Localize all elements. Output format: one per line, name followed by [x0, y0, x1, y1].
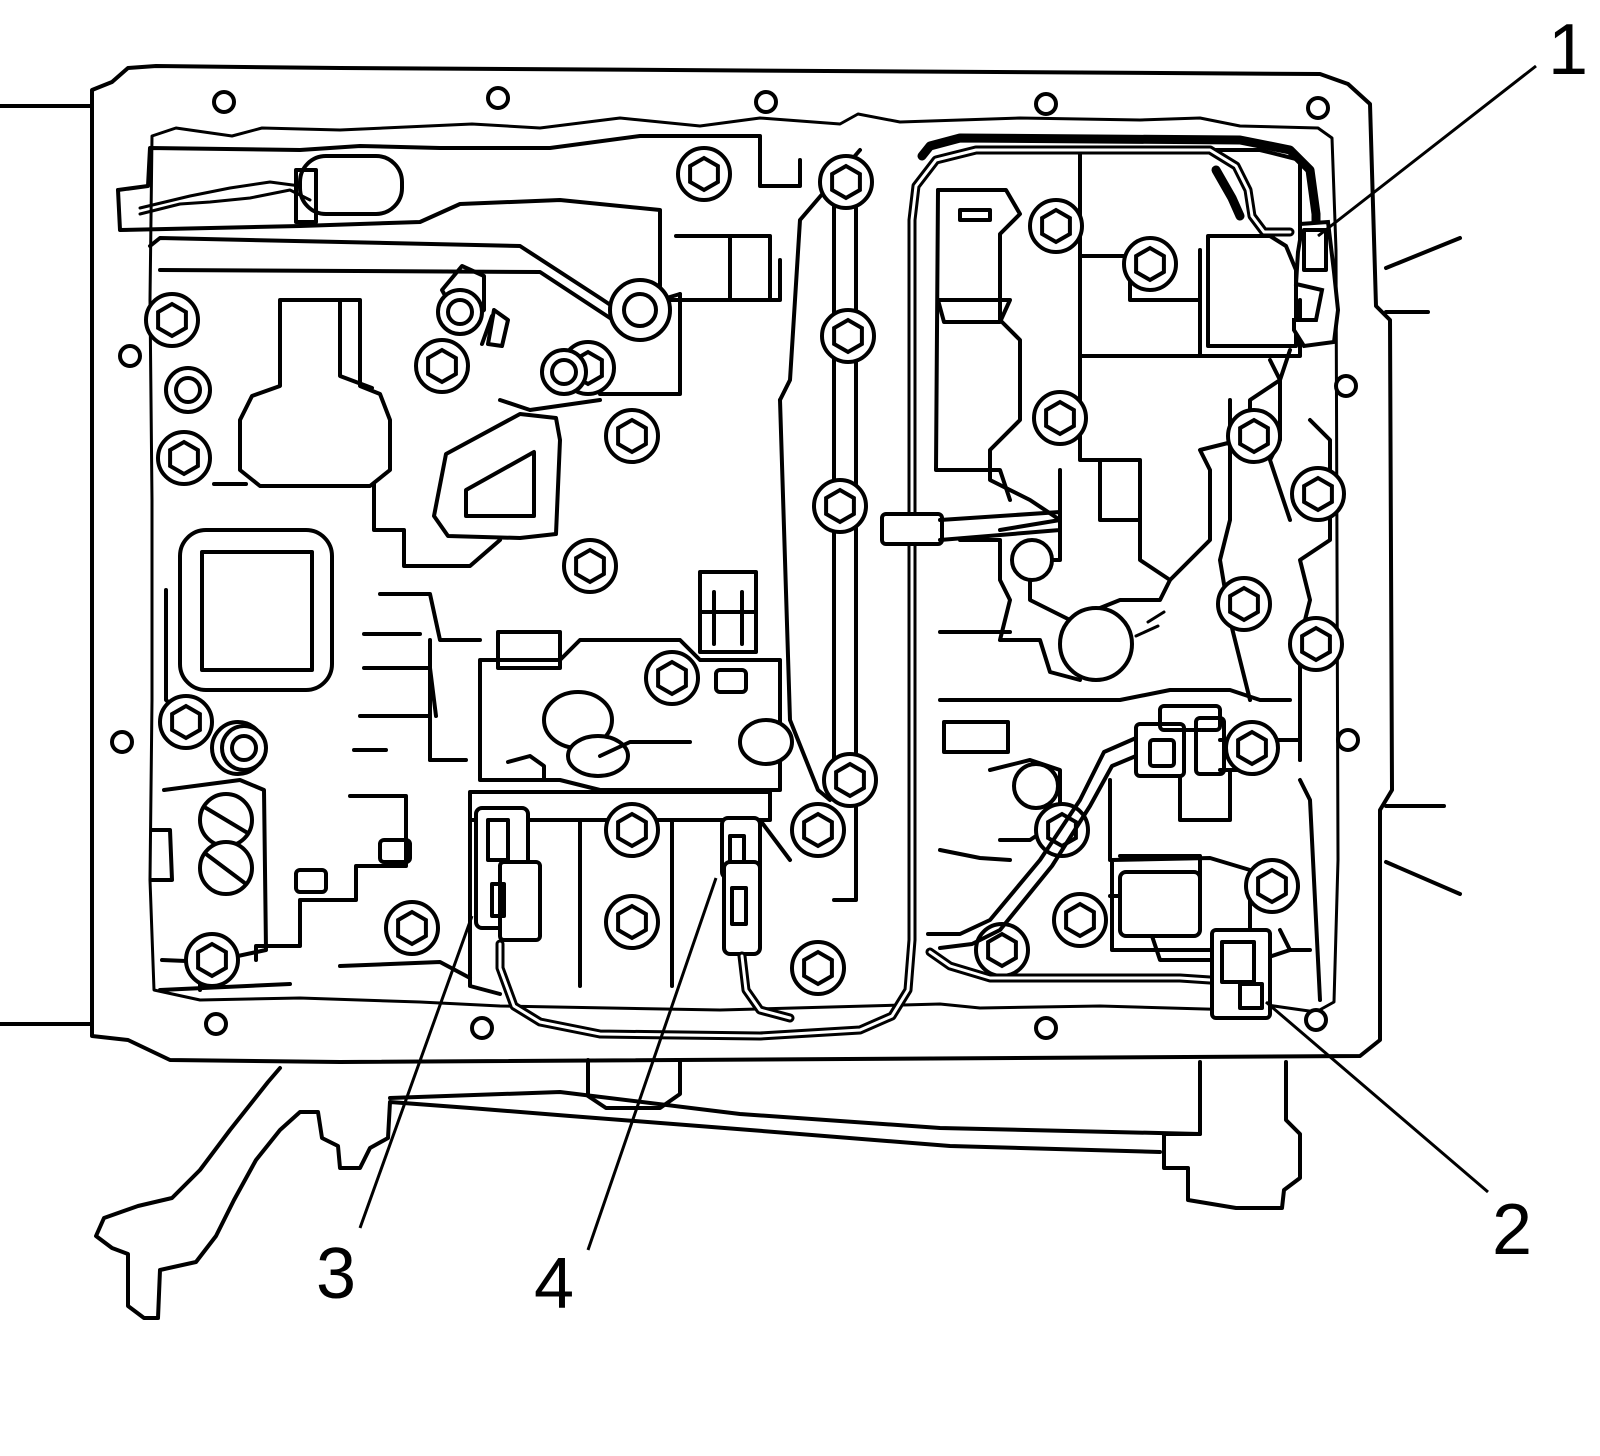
bolt [820, 308, 876, 364]
bolt [790, 940, 846, 996]
solenoid-block [468, 148, 862, 996]
callout-3-label: 3 [316, 1234, 356, 1314]
bolt [1052, 892, 1108, 948]
wiring-harness [495, 133, 1321, 1041]
bolt [1224, 720, 1280, 776]
bolt [974, 922, 1030, 978]
bolt [1226, 408, 1282, 464]
manual-valve-area [116, 134, 802, 396]
bolt [676, 146, 732, 202]
bolt [604, 408, 660, 464]
connector-3 [474, 806, 542, 942]
left-components [150, 264, 602, 992]
callout-2-label: 2 [1492, 1190, 1532, 1270]
plug-center [550, 358, 578, 386]
case-outline [0, 104, 1462, 1320]
bolt [812, 478, 868, 534]
bolt [818, 154, 874, 210]
plug-center [230, 734, 258, 762]
bolt [562, 538, 618, 594]
connector-1 [1292, 219, 1341, 349]
callout-4-label: 4 [534, 1244, 574, 1324]
callout-leaders [358, 64, 1537, 1251]
bolt [1028, 198, 1084, 254]
bolt [1244, 858, 1300, 914]
right-valve-body [934, 148, 1332, 1002]
bolt [790, 802, 846, 858]
bolt [414, 338, 470, 394]
valve-body-plate [90, 64, 1394, 1064]
bolt [158, 694, 214, 750]
callout-1-label: 1 [1548, 10, 1588, 90]
bolt [144, 292, 200, 348]
bolt [1032, 390, 1088, 446]
connector-4 [720, 816, 762, 956]
bolt [1290, 466, 1346, 522]
bolt [604, 894, 660, 950]
bolt [384, 900, 440, 956]
bolt [1288, 616, 1344, 672]
bolt [822, 752, 878, 808]
bolt [156, 430, 212, 486]
bolt [604, 802, 660, 858]
bolt [644, 650, 700, 706]
perimeter-holes [110, 86, 1360, 1040]
connector-2 [1210, 928, 1272, 1020]
bolt [1216, 576, 1272, 632]
plug-center [446, 298, 474, 326]
plug-center [174, 376, 202, 404]
bolt [1122, 236, 1178, 292]
bolt [184, 932, 240, 988]
